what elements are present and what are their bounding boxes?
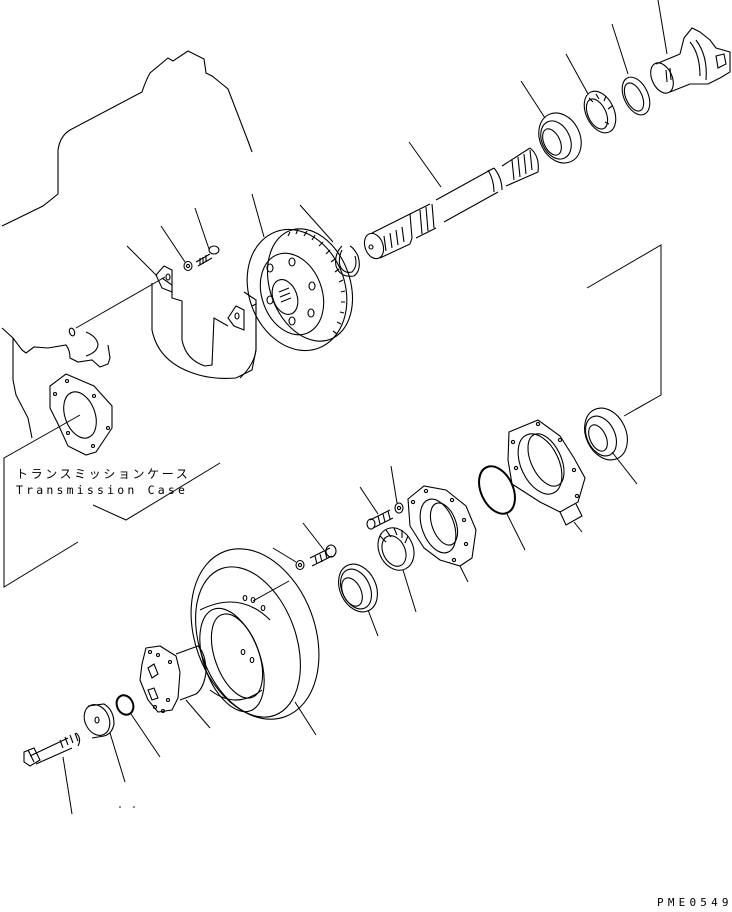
gear xyxy=(231,215,368,364)
drum-washer xyxy=(273,548,304,570)
nut xyxy=(578,86,622,138)
snap-ring xyxy=(336,246,360,276)
retainer-washer xyxy=(391,466,403,513)
case-callout-bracket xyxy=(4,415,220,587)
retainer-bolt xyxy=(360,487,393,529)
yoke xyxy=(646,28,730,97)
oil-seal xyxy=(331,558,385,636)
lock-ring xyxy=(617,73,656,119)
guard-washer xyxy=(184,262,192,271)
upper-leader-lines xyxy=(76,0,667,328)
taper-bearing xyxy=(371,522,420,612)
long-bolt xyxy=(24,733,80,814)
upper-bearing xyxy=(531,106,589,170)
drum-bolt xyxy=(303,523,336,566)
guard xyxy=(152,266,256,378)
cage xyxy=(508,420,585,532)
guard-bolt xyxy=(196,246,219,266)
transmission-case-label-jp: トランスミッションケース xyxy=(16,467,191,481)
gasket xyxy=(50,374,112,455)
transmission-case-label-en: Transmission Case xyxy=(16,483,189,497)
coupling xyxy=(140,646,210,728)
o-ring-large xyxy=(472,461,525,550)
transmission-case-outline xyxy=(2,51,252,438)
retainer xyxy=(408,486,476,582)
holder xyxy=(79,700,125,782)
lower-right-bearing xyxy=(576,401,637,484)
output-shaft xyxy=(361,148,538,261)
o-ring-small xyxy=(114,693,160,757)
drawing-code: PME0549 xyxy=(657,896,732,909)
reference-bracket-right xyxy=(587,245,661,416)
brake-drum xyxy=(169,531,342,737)
